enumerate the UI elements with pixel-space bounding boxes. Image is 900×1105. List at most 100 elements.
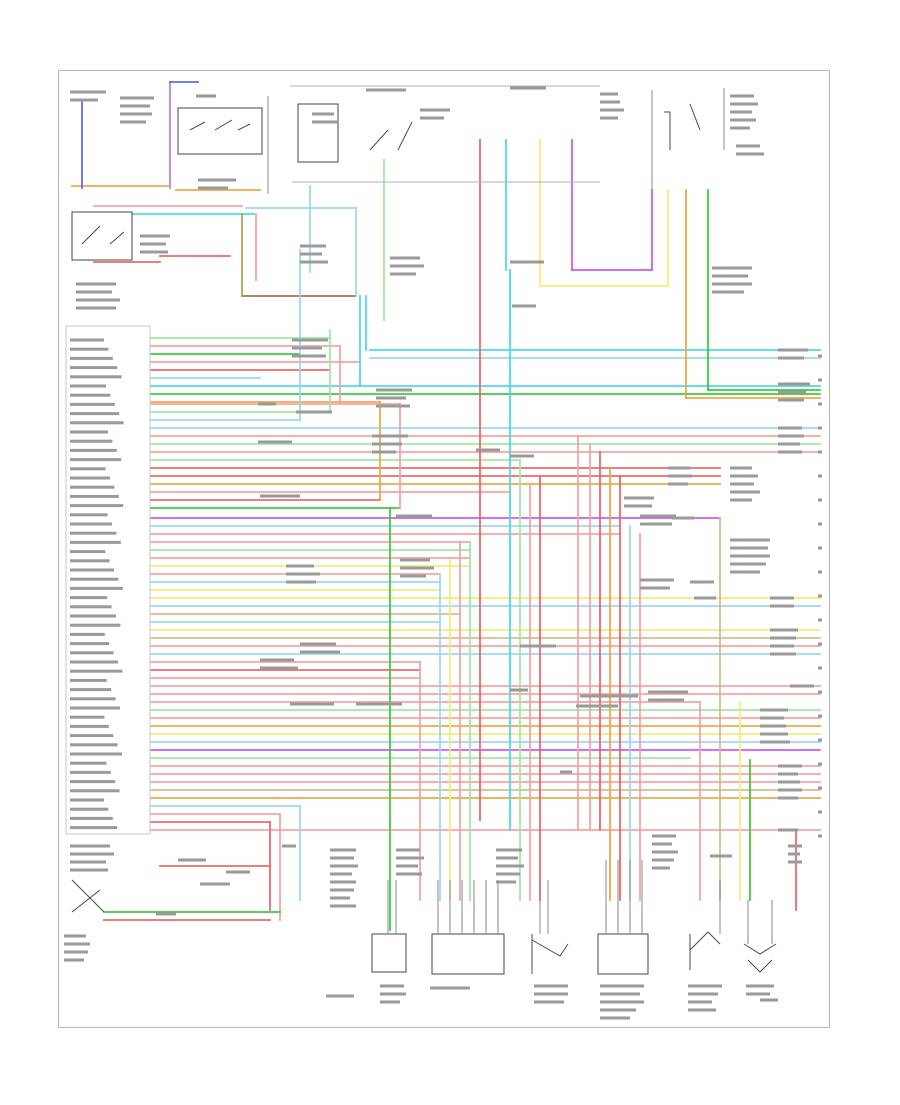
switch-icon (689, 931, 721, 970)
splice-label (730, 482, 754, 486)
component-label (390, 256, 420, 260)
component-label (76, 282, 116, 286)
pin-number (818, 714, 822, 718)
pin-number (818, 474, 822, 478)
pcm-pin-label (70, 660, 118, 664)
pcm-pin-label (70, 338, 104, 342)
splice-label (778, 348, 808, 352)
pcm-pin-label (70, 458, 122, 462)
component-label (712, 290, 744, 294)
component-label (736, 152, 764, 156)
component-label (156, 912, 176, 916)
component-label (380, 1000, 400, 1004)
switch-icon (189, 119, 251, 131)
component-label (510, 86, 546, 90)
component-label (300, 252, 322, 256)
component-label (600, 984, 644, 988)
component-label (380, 992, 406, 996)
pcm-pin-label (70, 697, 116, 701)
component-label (70, 98, 98, 102)
component-label (760, 998, 778, 1002)
pcm-pin-label (70, 522, 112, 526)
pcm-pin-label (70, 476, 110, 480)
wire-label (292, 338, 328, 342)
splice-label (778, 426, 802, 430)
pcm-pin-label (70, 586, 123, 590)
component-label (688, 1008, 716, 1012)
pin-number (818, 570, 822, 574)
splice-label (760, 708, 788, 712)
component-label (200, 882, 230, 886)
component-label (330, 872, 352, 876)
pcm-pin-label (70, 798, 104, 802)
splice-label (760, 740, 790, 744)
wire-label (520, 644, 556, 648)
component-label (688, 1000, 712, 1004)
splice-label (770, 644, 794, 648)
component-label (512, 304, 536, 308)
splice-label (790, 684, 814, 688)
wire-label (356, 702, 402, 706)
pcm-pin-label (70, 743, 118, 747)
splice-label (640, 514, 676, 518)
splice-label (770, 628, 798, 632)
component-label (496, 880, 516, 884)
component-label (70, 90, 106, 94)
switch-icon (71, 879, 105, 913)
wire-label (290, 702, 334, 706)
component-label (120, 112, 152, 116)
component-label (330, 856, 354, 860)
splice-label (778, 442, 800, 446)
switch-icon (369, 121, 413, 151)
pcm-pin-label (70, 632, 105, 636)
pcm-pin-label (70, 826, 118, 830)
component-label (730, 102, 758, 106)
component-label (300, 244, 326, 248)
component-label (600, 108, 624, 112)
pcm-pin-label (70, 706, 120, 710)
splice-label (648, 698, 684, 702)
pin-number (818, 594, 822, 598)
component-label (788, 844, 802, 848)
component-label (688, 992, 718, 996)
pcm-pin-label (70, 678, 107, 682)
splice-label (730, 474, 758, 478)
wire-label (300, 642, 336, 646)
component-label (600, 1008, 636, 1012)
component-label (746, 992, 770, 996)
pcm-pin-label (70, 393, 111, 397)
component-label (496, 864, 524, 868)
wire-label (300, 650, 340, 654)
component-label (710, 854, 732, 858)
component-label (226, 870, 250, 874)
wire-label (296, 410, 332, 414)
component-label (178, 858, 206, 862)
splice-label (778, 764, 802, 768)
splice-label (778, 356, 804, 360)
pin-number (818, 834, 822, 838)
component-label (390, 272, 416, 276)
pcm-pin-label (70, 715, 105, 719)
component-label (712, 282, 752, 286)
pcm-pin-label (70, 688, 112, 692)
splice-label (760, 716, 784, 720)
pin-number (818, 762, 822, 766)
splice-label (778, 780, 800, 784)
wire-label (476, 448, 500, 452)
wire-label (260, 666, 298, 670)
splice-label (730, 466, 752, 470)
component-label (510, 260, 544, 264)
pcm-pin-label (70, 669, 123, 673)
wire-label (400, 558, 430, 562)
component-label (64, 950, 88, 954)
pcm-pin-label (70, 752, 122, 756)
component-label (70, 860, 106, 864)
splice-label (648, 690, 688, 694)
component-label (496, 848, 522, 852)
component-label (326, 994, 354, 998)
pcm-pin-label (70, 347, 109, 351)
splice-label (778, 398, 804, 402)
pcm-pin-label (70, 568, 114, 572)
component-label (600, 116, 618, 120)
splice-label (730, 490, 760, 494)
